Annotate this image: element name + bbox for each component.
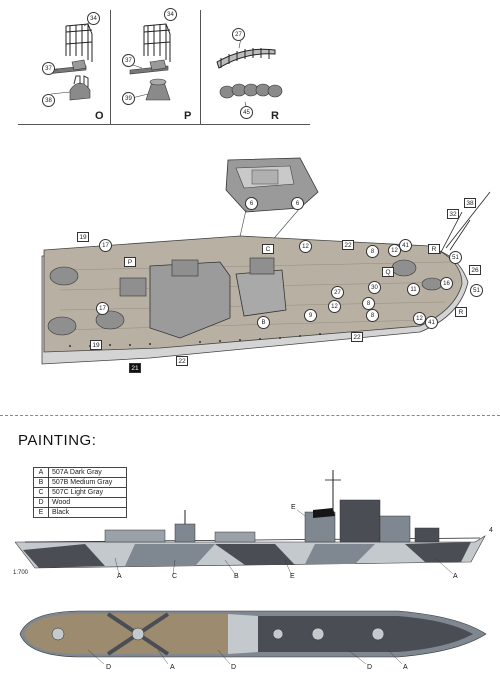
- panel-letter: O: [95, 110, 104, 122]
- part-callout: 8: [366, 309, 379, 322]
- panel-separator: [110, 10, 111, 124]
- part-box-label: 19: [77, 232, 89, 242]
- part-callout: 34: [87, 12, 100, 25]
- part-callout: 45: [240, 106, 253, 119]
- part-callout: 17: [96, 302, 109, 315]
- part-box-label: 22: [176, 356, 188, 366]
- panel-letter: R: [271, 110, 279, 122]
- part-callout: 34: [164, 8, 177, 21]
- color-legend: A 507A Dark Gray B 507B Medium Gray C 50…: [33, 467, 127, 518]
- panel-r: 27 45 R: [205, 10, 310, 122]
- deck-assembly-drawing: [41, 157, 491, 365]
- top-color-label: D: [367, 664, 373, 671]
- part-box-label: R: [428, 244, 440, 254]
- panel-letter: P: [184, 110, 192, 122]
- panel-r-drawing: [216, 37, 283, 111]
- profile-color-label: A: [453, 573, 458, 580]
- part-callout: 6: [245, 197, 258, 210]
- part-callout: 12: [328, 300, 341, 313]
- part-callout: B: [257, 316, 270, 329]
- part-box-label: 21: [129, 363, 141, 373]
- part-callout: 9: [304, 309, 317, 322]
- panel-separator: [200, 10, 201, 124]
- part-callout: 17: [99, 239, 112, 252]
- part-callout: 8: [366, 245, 379, 258]
- legend-name: Black: [48, 507, 127, 518]
- ship-top-view: [19, 610, 487, 665]
- profile-color-label: E: [291, 504, 296, 511]
- part-callout: 41: [399, 239, 412, 252]
- section-divider: [0, 415, 500, 417]
- panel-o-drawing: [45, 21, 93, 101]
- part-box-label: 22: [351, 332, 363, 342]
- top-color-label: A: [403, 664, 408, 671]
- part-box-label: C: [262, 244, 274, 254]
- ship-side-profile: [15, 470, 486, 575]
- part-callout: 30: [368, 281, 381, 294]
- part-callout: 51: [470, 284, 483, 297]
- profile-color-label: E: [290, 573, 295, 580]
- painting-title: PAINTING:: [18, 432, 97, 449]
- part-box-label: 38: [464, 198, 476, 208]
- part-callout: 51: [449, 251, 462, 264]
- panel-bottom-line: [18, 124, 310, 125]
- part-box-label: Q: [382, 267, 394, 277]
- part-box-label: 22: [342, 240, 354, 250]
- profile-color-label: A: [117, 573, 122, 580]
- top-color-label: D: [231, 664, 237, 671]
- part-callout: 37: [122, 54, 135, 67]
- profile-color-label: B: [234, 573, 239, 580]
- part-callout: 41: [425, 316, 438, 329]
- profile-color-label: C: [172, 573, 178, 580]
- part-callout: 27: [331, 286, 344, 299]
- panel-o: 34 37 38 O: [18, 10, 118, 122]
- part-box-label: P: [124, 257, 136, 267]
- part-box-label: 19: [90, 340, 102, 350]
- part-callout: 11: [407, 283, 420, 296]
- part-callout: 39: [122, 92, 135, 105]
- panel-p-drawing: [129, 23, 171, 101]
- legend-row: E Black: [33, 507, 127, 518]
- part-callout: 27: [232, 28, 245, 41]
- part-box-label: R: [455, 307, 467, 317]
- scale-label: 1:700: [13, 570, 29, 576]
- panel-p: 34 37 39 P: [112, 8, 212, 122]
- page-number: 4: [489, 527, 493, 534]
- part-box-label: 32: [447, 209, 459, 219]
- top-color-label: D: [106, 664, 112, 671]
- part-callout: 16: [440, 277, 453, 290]
- top-color-label: A: [170, 664, 175, 671]
- part-callout: 37: [42, 62, 55, 75]
- part-callout: 38: [42, 94, 55, 107]
- part-box-label: 26: [469, 265, 481, 275]
- part-callout: 12: [299, 240, 312, 253]
- part-callout: 6: [291, 197, 304, 210]
